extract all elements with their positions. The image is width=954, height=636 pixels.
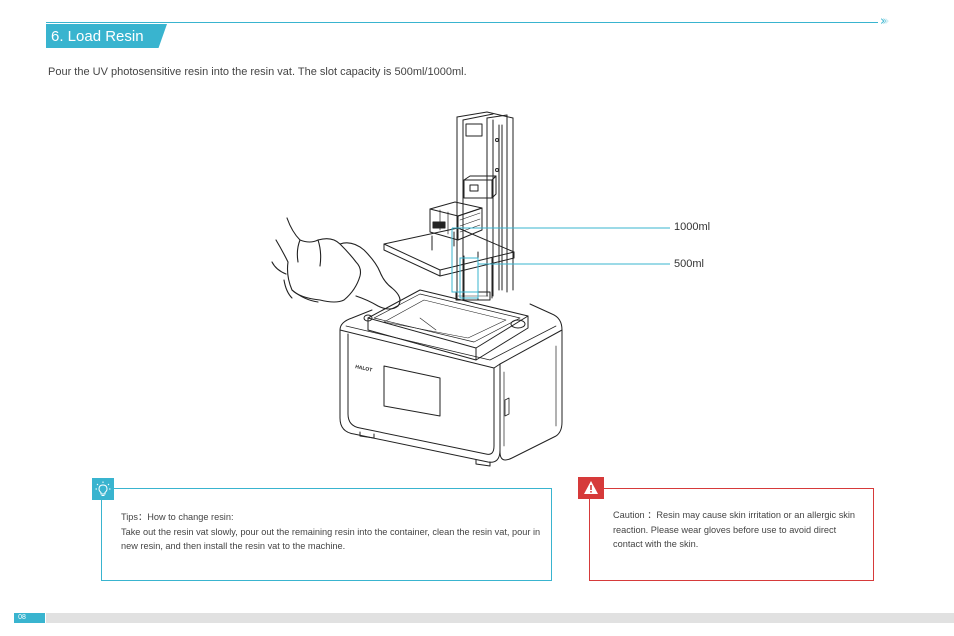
z-carriage — [463, 175, 497, 199]
printer-body — [339, 303, 563, 463]
motor-block — [429, 201, 483, 241]
printer-illustration: HALOT — [271, 111, 670, 467]
caution-box — [589, 488, 874, 581]
tips-body: Take out the resin vat slowly, pour out … — [121, 526, 541, 552]
fill-level-markers — [451, 227, 670, 299]
lightbulb-icon — [92, 478, 114, 500]
tips-content: Tips：How to change resin: Take out the r… — [121, 510, 541, 554]
page-number: 08 — [14, 613, 30, 623]
footer-bar — [46, 613, 954, 623]
build-platform — [383, 227, 515, 277]
capacity-label-500ml: 500ml — [674, 258, 704, 270]
front-display — [383, 365, 441, 417]
tips-box — [101, 488, 552, 581]
section-title-tab: 6. Load Resin — [46, 24, 167, 48]
resin-vat — [363, 289, 529, 361]
tips-heading: Tips：How to change resin: — [121, 512, 234, 522]
header-rule — [46, 22, 878, 23]
brand-logo: HALOT — [355, 364, 373, 373]
gloved-hand — [271, 217, 401, 310]
footer-accent — [30, 613, 45, 623]
capacity-label-1000ml: 1000ml — [674, 221, 711, 233]
warning-icon — [578, 477, 604, 499]
caution-text: Caution ：Resin may cause skin irritation… — [613, 510, 856, 549]
z-axis-column — [456, 111, 514, 301]
section-title: 6. Load Resin — [51, 27, 144, 45]
intro-text: Pour the UV photosensitive resin into th… — [48, 66, 467, 78]
